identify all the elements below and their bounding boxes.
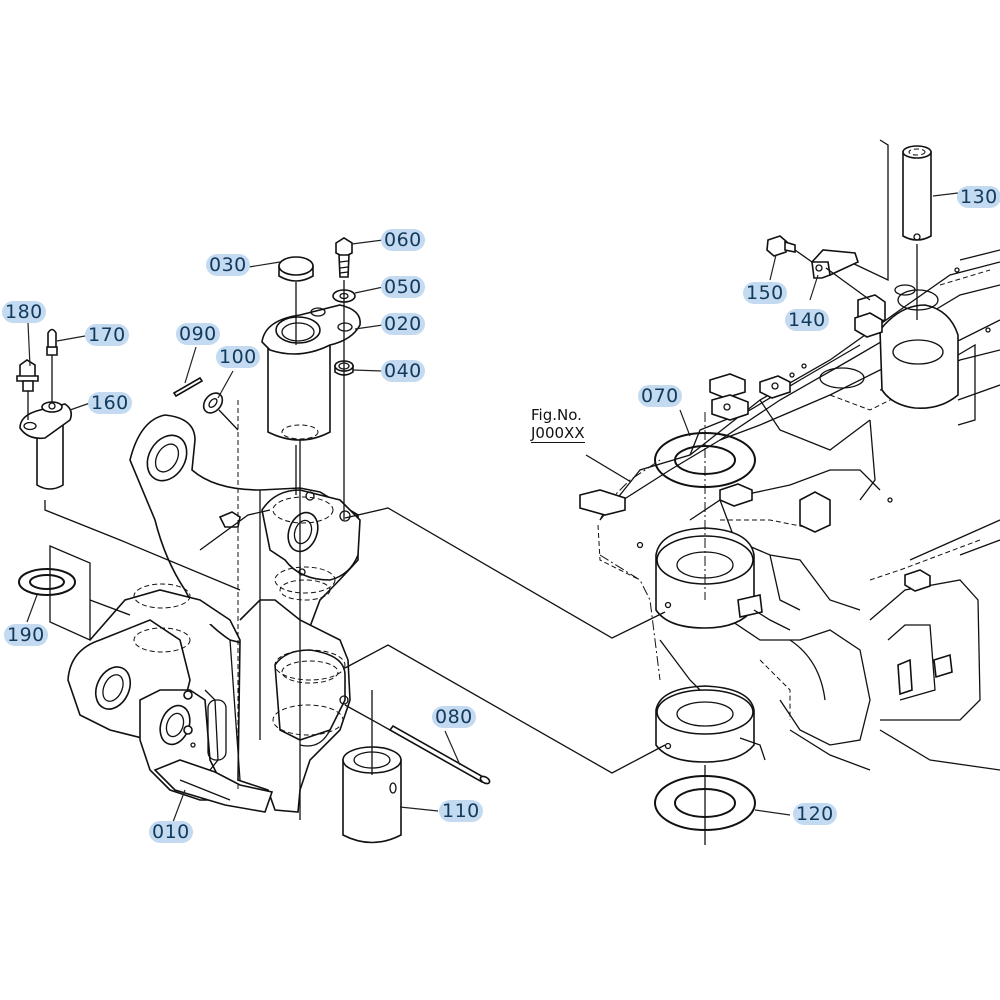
callout-070[interactable]: 070	[638, 385, 682, 407]
part-070-washer	[654, 412, 756, 600]
callout-050[interactable]: 050	[381, 276, 425, 298]
part-150-bolt	[766, 235, 813, 263]
part-090-cotter-pin	[172, 376, 204, 398]
callout-100[interactable]: 100	[216, 346, 260, 368]
part-030-plug	[278, 256, 314, 345]
axle-frame	[579, 139, 1000, 771]
part-180-plug-bolt	[16, 359, 39, 420]
callout-080[interactable]: 080	[432, 706, 476, 728]
callout-030[interactable]: 030	[206, 254, 250, 276]
part-130-pin	[902, 145, 932, 320]
callout-150[interactable]: 150	[743, 282, 787, 304]
callout-180[interactable]: 180	[2, 301, 46, 323]
part-110-bushing	[342, 690, 402, 844]
callout-060[interactable]: 060	[381, 229, 425, 251]
callout-090[interactable]: 090	[176, 323, 220, 345]
callout-040[interactable]: 040	[381, 360, 425, 382]
figure-reference-label: Fig.No.	[531, 406, 582, 424]
callout-120[interactable]: 120	[793, 803, 837, 825]
callout-020[interactable]: 020	[381, 313, 425, 335]
part-190-shim	[18, 545, 91, 642]
part-120-washer	[654, 765, 756, 845]
figure-reference-number: J000XX	[531, 424, 585, 443]
part-140-bracket	[811, 249, 871, 301]
callout-130[interactable]: 130	[957, 186, 1000, 208]
part-020-housing	[261, 304, 361, 441]
callout-010[interactable]: 010	[149, 821, 193, 843]
part-080-pin	[344, 704, 491, 785]
part-060-bolt	[335, 237, 353, 278]
leader-lines	[26, 192, 959, 823]
callout-110[interactable]: 110	[439, 800, 483, 822]
callout-160[interactable]: 160	[88, 392, 132, 414]
part-160-pin	[19, 401, 72, 490]
part-170-grease-nipple	[46, 328, 58, 402]
callout-140[interactable]: 140	[785, 309, 829, 331]
assembly-lines	[44, 445, 666, 774]
figure-reference[interactable]: Fig.No. J000XX	[531, 406, 585, 443]
callout-190[interactable]: 190	[4, 624, 48, 646]
callout-170[interactable]: 170	[85, 324, 129, 346]
part-010-knuckle	[67, 400, 361, 820]
